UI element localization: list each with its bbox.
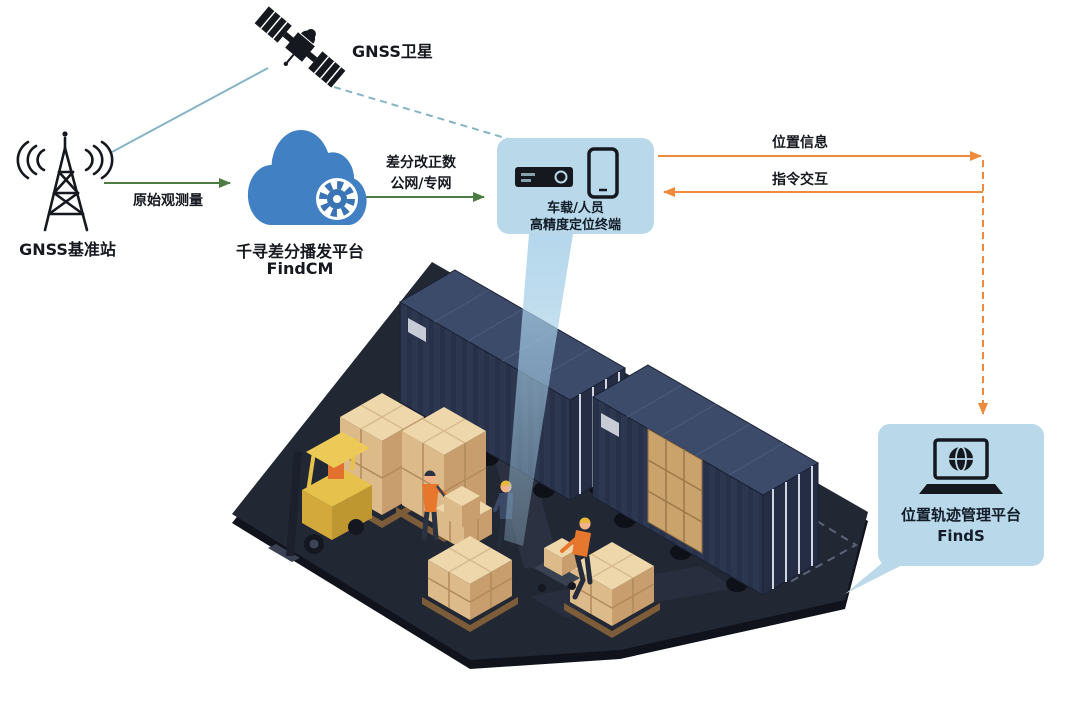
finds-label-product: FindS <box>937 527 985 545</box>
finds-callout-tail <box>845 558 916 594</box>
laptop-globe-icon <box>919 438 1003 494</box>
cloud-gear-icon <box>247 129 367 225</box>
pallet-stack-c <box>422 536 518 632</box>
link-satellite-terminal <box>333 86 513 141</box>
container-2 <box>592 364 819 596</box>
base-station-label: GNSS基准站 <box>19 240 116 259</box>
link-satellite-basestation <box>111 67 269 153</box>
warehouse-scene <box>232 234 916 669</box>
terminal-panel: 车载/人员 高精度定位终端 <box>497 138 654 234</box>
base-station-icon <box>16 131 114 232</box>
position-info-label: 位置信息 <box>772 135 828 151</box>
worker-cart <box>421 470 480 541</box>
terminal-device-icon <box>514 147 619 199</box>
positioning-beam <box>504 234 573 546</box>
command-interaction-label: 指令交互 <box>772 172 828 188</box>
terminal-label-line2: 高精度定位终端 <box>529 218 621 233</box>
satellite-icon <box>254 6 346 88</box>
satellite-label: GNSS卫星 <box>352 42 433 61</box>
correction-label-line1: 差分改正数 <box>386 155 456 171</box>
forklift <box>268 432 372 562</box>
raw-observation-label: 原始观测量 <box>133 193 203 209</box>
cloud-platform-product: FindCM <box>266 259 334 278</box>
arrow-position-info <box>658 151 988 415</box>
finds-panel: 位置轨迹管理平台 FindS <box>878 424 1044 566</box>
cloud-platform-name: 千寻差分播发平台 <box>235 242 364 261</box>
worker-pallet-jack <box>534 517 593 600</box>
correction-label-line2: 公网/专网 <box>390 176 452 192</box>
finds-label-name: 位置轨迹管理平台 <box>900 506 1021 524</box>
terminal-label-line1: 车载/人员 <box>547 201 604 216</box>
